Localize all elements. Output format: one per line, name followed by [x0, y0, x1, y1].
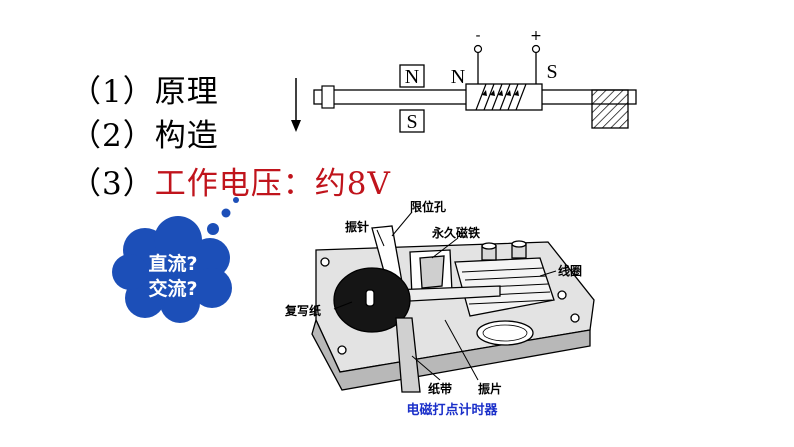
- terminal-plus-label: +: [530, 28, 542, 44]
- label-leaders: [333, 211, 557, 381]
- magnet-n: [399, 64, 425, 88]
- coil-arrows: [482, 90, 519, 96]
- item-number: （2）: [70, 118, 155, 154]
- cloud-line-2: 交流?: [148, 277, 197, 300]
- terminal-plus: [531, 44, 541, 54]
- label-paper-tape: 纸带: [428, 381, 452, 396]
- label-coil: 线圈: [558, 263, 582, 278]
- device-caption: 电磁打点计时器: [406, 402, 498, 418]
- magnet-n-label: N: [405, 66, 419, 88]
- terminal-cap: [511, 240, 527, 248]
- screw: [320, 257, 330, 267]
- label-vibrating-needle: 振针: [345, 219, 369, 234]
- label-permanent-magnet: 永久磁铁: [431, 225, 480, 240]
- paper-tape: [395, 317, 421, 393]
- item-text: 构造: [154, 118, 219, 154]
- cloud-bubble-medium: [221, 208, 231, 218]
- label-limit-hole: 限位孔: [410, 199, 446, 214]
- item-principle: （1）原理: [70, 66, 219, 111]
- item-structure: （2）构造: [70, 110, 219, 155]
- screw: [570, 313, 580, 323]
- rod-end-block: [321, 85, 335, 109]
- terminal-minus-label: -: [475, 28, 480, 44]
- label-vibrating-plate: 振片: [478, 381, 502, 396]
- cloud-bubble-large: [207, 223, 219, 235]
- nameplate-inner: [482, 324, 528, 342]
- cloud-bubble-small: [233, 197, 239, 203]
- item-voltage: （3）工作电压：约8V: [70, 158, 391, 203]
- timer-device: [311, 225, 595, 393]
- magnet-core: [419, 255, 445, 289]
- coil-s-label: S: [546, 61, 557, 83]
- coil-windings: [475, 83, 527, 111]
- cloud-line-1: 直流?: [148, 252, 197, 275]
- item-text-highlight: 工作电压：约8V: [154, 166, 391, 202]
- item-number: （1）: [70, 74, 155, 110]
- item-text: 原理: [154, 74, 219, 110]
- principle-diagram: N S N S - +: [291, 28, 637, 133]
- base-plate-edge: [311, 318, 591, 391]
- terminal-minus: [473, 44, 483, 54]
- magnet-s: [399, 109, 425, 133]
- hatched-support: [591, 89, 629, 129]
- terminal-cap: [481, 242, 497, 250]
- screw: [557, 290, 567, 300]
- item-number: （3）: [70, 166, 155, 202]
- coil-body: [465, 83, 543, 111]
- cloud-shape: [112, 216, 232, 323]
- carbon-paper-slot: [365, 289, 375, 307]
- screw: [337, 345, 347, 355]
- coil-n-label: N: [451, 66, 465, 88]
- label-carbon-paper: 复写纸: [284, 303, 321, 318]
- magnet-s-label: S: [406, 111, 417, 133]
- thought-cloud: 直流? 交流?: [112, 197, 239, 323]
- arrow-head-icon: [291, 120, 301, 132]
